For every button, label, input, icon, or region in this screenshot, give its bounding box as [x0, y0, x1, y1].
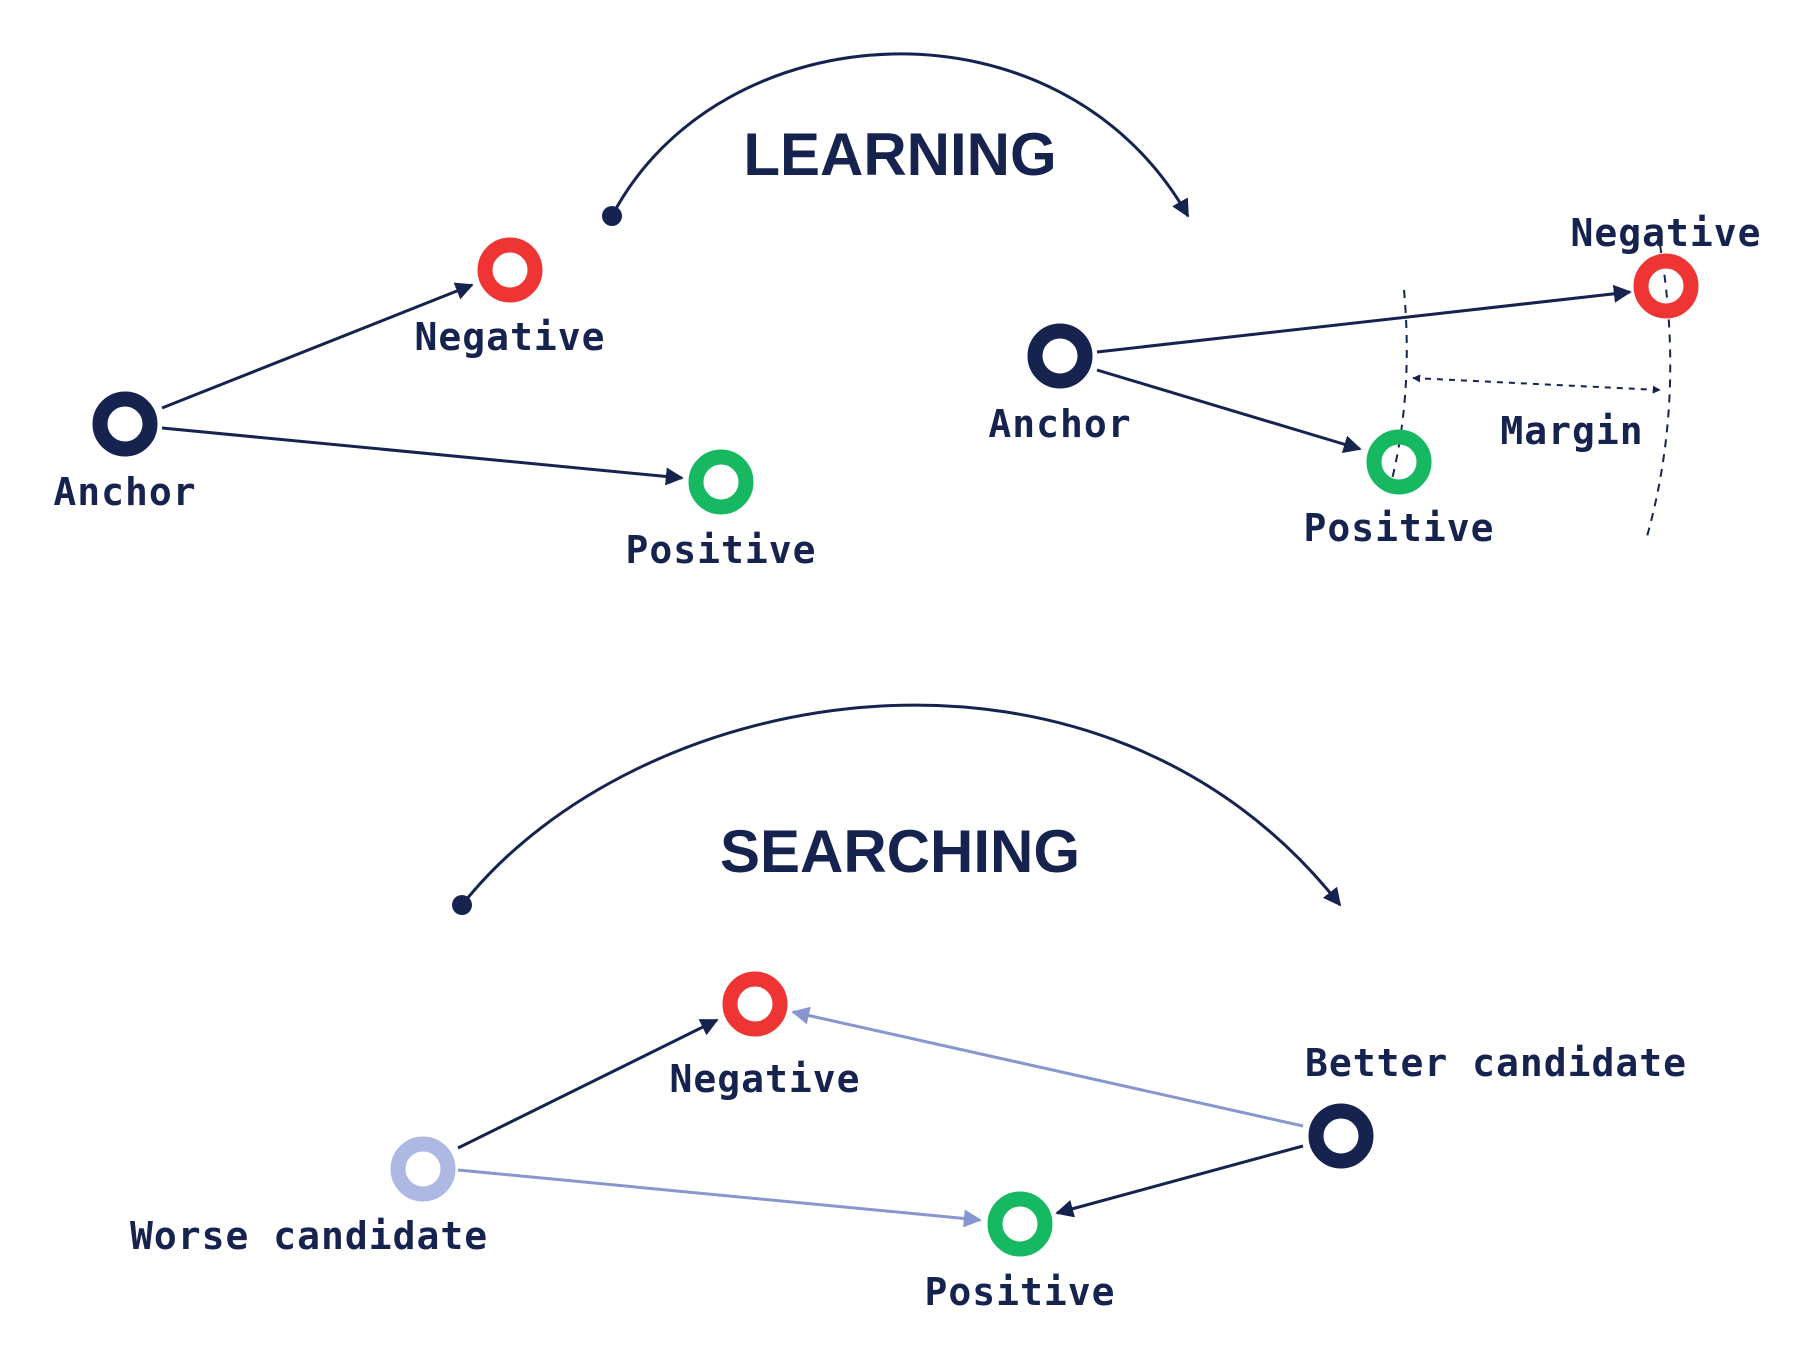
arrow-anchor-to-negative-after: [1096, 284, 1632, 354]
negative-label-after: Negative: [1570, 211, 1761, 255]
anchor-label-after: Anchor: [988, 402, 1131, 446]
positive-label-after: Positive: [1303, 506, 1494, 550]
anchor-node-after: [1027, 323, 1093, 389]
margin-double-arrow: [1412, 374, 1661, 394]
arrow-worse-to-negative: [457, 1018, 719, 1150]
positive-label: Positive: [625, 528, 816, 572]
learning-before-group: Anchor Negative Positive: [53, 237, 816, 572]
anchor-label: Anchor: [53, 470, 196, 514]
margin-label: Margin: [1500, 409, 1643, 453]
negative-label: Negative: [414, 315, 605, 359]
better-candidate-node: [1308, 1103, 1374, 1169]
learning-curve-arrow: [610, 52, 1190, 218]
learning-section: LEARNING Anchor Negative Positive Anchor: [53, 52, 1761, 572]
positive-node-search: [987, 1191, 1053, 1257]
searching-title: SEARCHING: [720, 818, 1080, 885]
learning-title: LEARNING: [743, 121, 1056, 188]
better-candidate-label: Better candidate: [1305, 1041, 1687, 1085]
arrow-better-to-negative: [791, 1006, 1304, 1128]
searching-curve-arrow: [460, 703, 1342, 907]
margin-boundary-inner: [1387, 289, 1408, 496]
arrow-anchor-to-positive: [161, 426, 684, 486]
arrow-anchor-to-negative: [161, 282, 474, 410]
anchor-node: [92, 391, 158, 457]
positive-node: [688, 449, 754, 515]
worse-candidate-node: [390, 1136, 456, 1202]
searching-section: SEARCHING Negative Positive Worse candid…: [130, 703, 1687, 1314]
margin-boundary-outer: [1645, 244, 1672, 541]
negative-node: [477, 237, 543, 303]
arrow-better-to-positive: [1055, 1144, 1304, 1218]
searching-curve-start-dot: [452, 895, 472, 915]
arrow-anchor-to-positive-after: [1096, 368, 1362, 453]
arrow-worse-to-positive: [457, 1168, 982, 1228]
learning-curve-start-dot: [602, 206, 622, 226]
negative-node-after: [1633, 253, 1699, 319]
negative-node-search: [722, 971, 788, 1037]
worse-candidate-label: Worse candidate: [130, 1214, 488, 1258]
positive-label-search: Positive: [924, 1270, 1115, 1314]
learning-after-group: Anchor Negative Positive Margin: [988, 211, 1761, 550]
positive-node-after: [1366, 429, 1432, 495]
negative-label-search: Negative: [669, 1057, 860, 1101]
